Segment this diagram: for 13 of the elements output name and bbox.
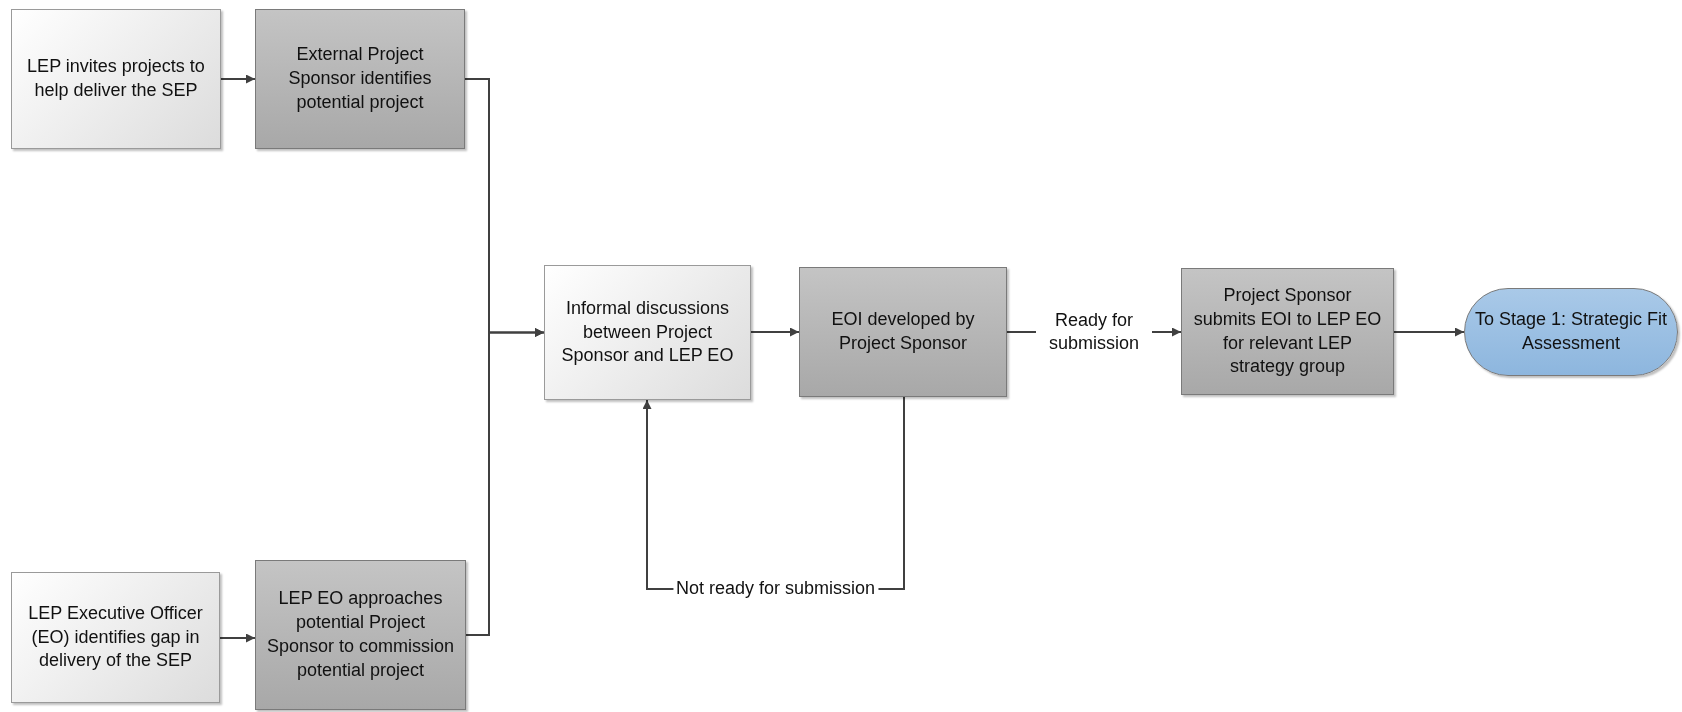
process-box: LEP invites projects to help deliver the SEP bbox=[11, 9, 221, 149]
process-box: External Project Sponsor identifies potential project bbox=[255, 9, 465, 149]
terminator-shape: To Stage 1: Strategic Fit Assessment bbox=[1464, 288, 1678, 376]
arrow bbox=[750, 327, 800, 337]
process-box: EOI developed by Project Sponsor bbox=[799, 267, 1007, 397]
process-box: Informal discussions between Project Sponsor and LEP EO bbox=[544, 265, 751, 400]
process-box: LEP Executive Officer (EO) identifies gap in delivery of the SEP bbox=[11, 572, 220, 703]
process-box: LEP EO approaches potential Project Sponsor to commission potential project bbox=[255, 560, 466, 710]
arrow bbox=[465, 328, 545, 636]
arrow bbox=[220, 74, 256, 84]
arrow bbox=[219, 633, 256, 643]
arrow bbox=[1393, 327, 1465, 337]
process-box: Project Sponsor submits EOI to LEP EO for relevant LEP strategy group bbox=[1181, 268, 1394, 395]
